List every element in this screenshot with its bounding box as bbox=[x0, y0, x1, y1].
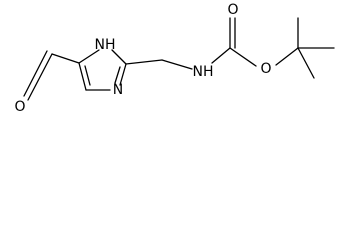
bond-nh1-c2 bbox=[111, 49, 127, 65]
bond-c4-nh1 bbox=[78, 49, 100, 64]
bond-co-oester bbox=[229, 47, 257, 67]
bond-cq-methyl-bottom bbox=[297, 47, 315, 79]
atom-label-amide-nh: NH bbox=[193, 64, 214, 80]
imidazole-ring bbox=[78, 49, 127, 91]
bond-c2-n3-inner bbox=[114, 66, 121, 84]
atom-label-ring-nh: NH bbox=[95, 37, 116, 53]
bond-c4-c5-double bbox=[78, 62, 87, 91]
atom-labels: NH N NH O O O bbox=[14, 2, 271, 115]
bond-c4-c5-inner bbox=[84, 65, 91, 86]
atom-label-aldehyde-o: O bbox=[14, 99, 25, 115]
bond-nh-co bbox=[211, 47, 231, 64]
tert-butyl-group bbox=[297, 17, 335, 79]
bond-oester-cq bbox=[275, 47, 299, 66]
bond-c2-ch2 bbox=[125, 59, 163, 65]
atom-label-ester-o: O bbox=[260, 61, 271, 77]
atom-label-carbonyl-o: O bbox=[227, 2, 238, 18]
carbamate-chain bbox=[125, 17, 299, 70]
bond-ch2-nh bbox=[161, 59, 193, 70]
bond-cho-o-double bbox=[27, 53, 53, 101]
chemical-structure-diagram: NH N NH O O O bbox=[14, 2, 335, 115]
formyl-group bbox=[23, 50, 80, 101]
bond-cho-o-inner bbox=[23, 50, 48, 97]
atom-label-ring-n: N bbox=[113, 82, 123, 98]
bond-c2-n3-double bbox=[119, 63, 127, 86]
bond-ring-cho bbox=[51, 53, 80, 64]
